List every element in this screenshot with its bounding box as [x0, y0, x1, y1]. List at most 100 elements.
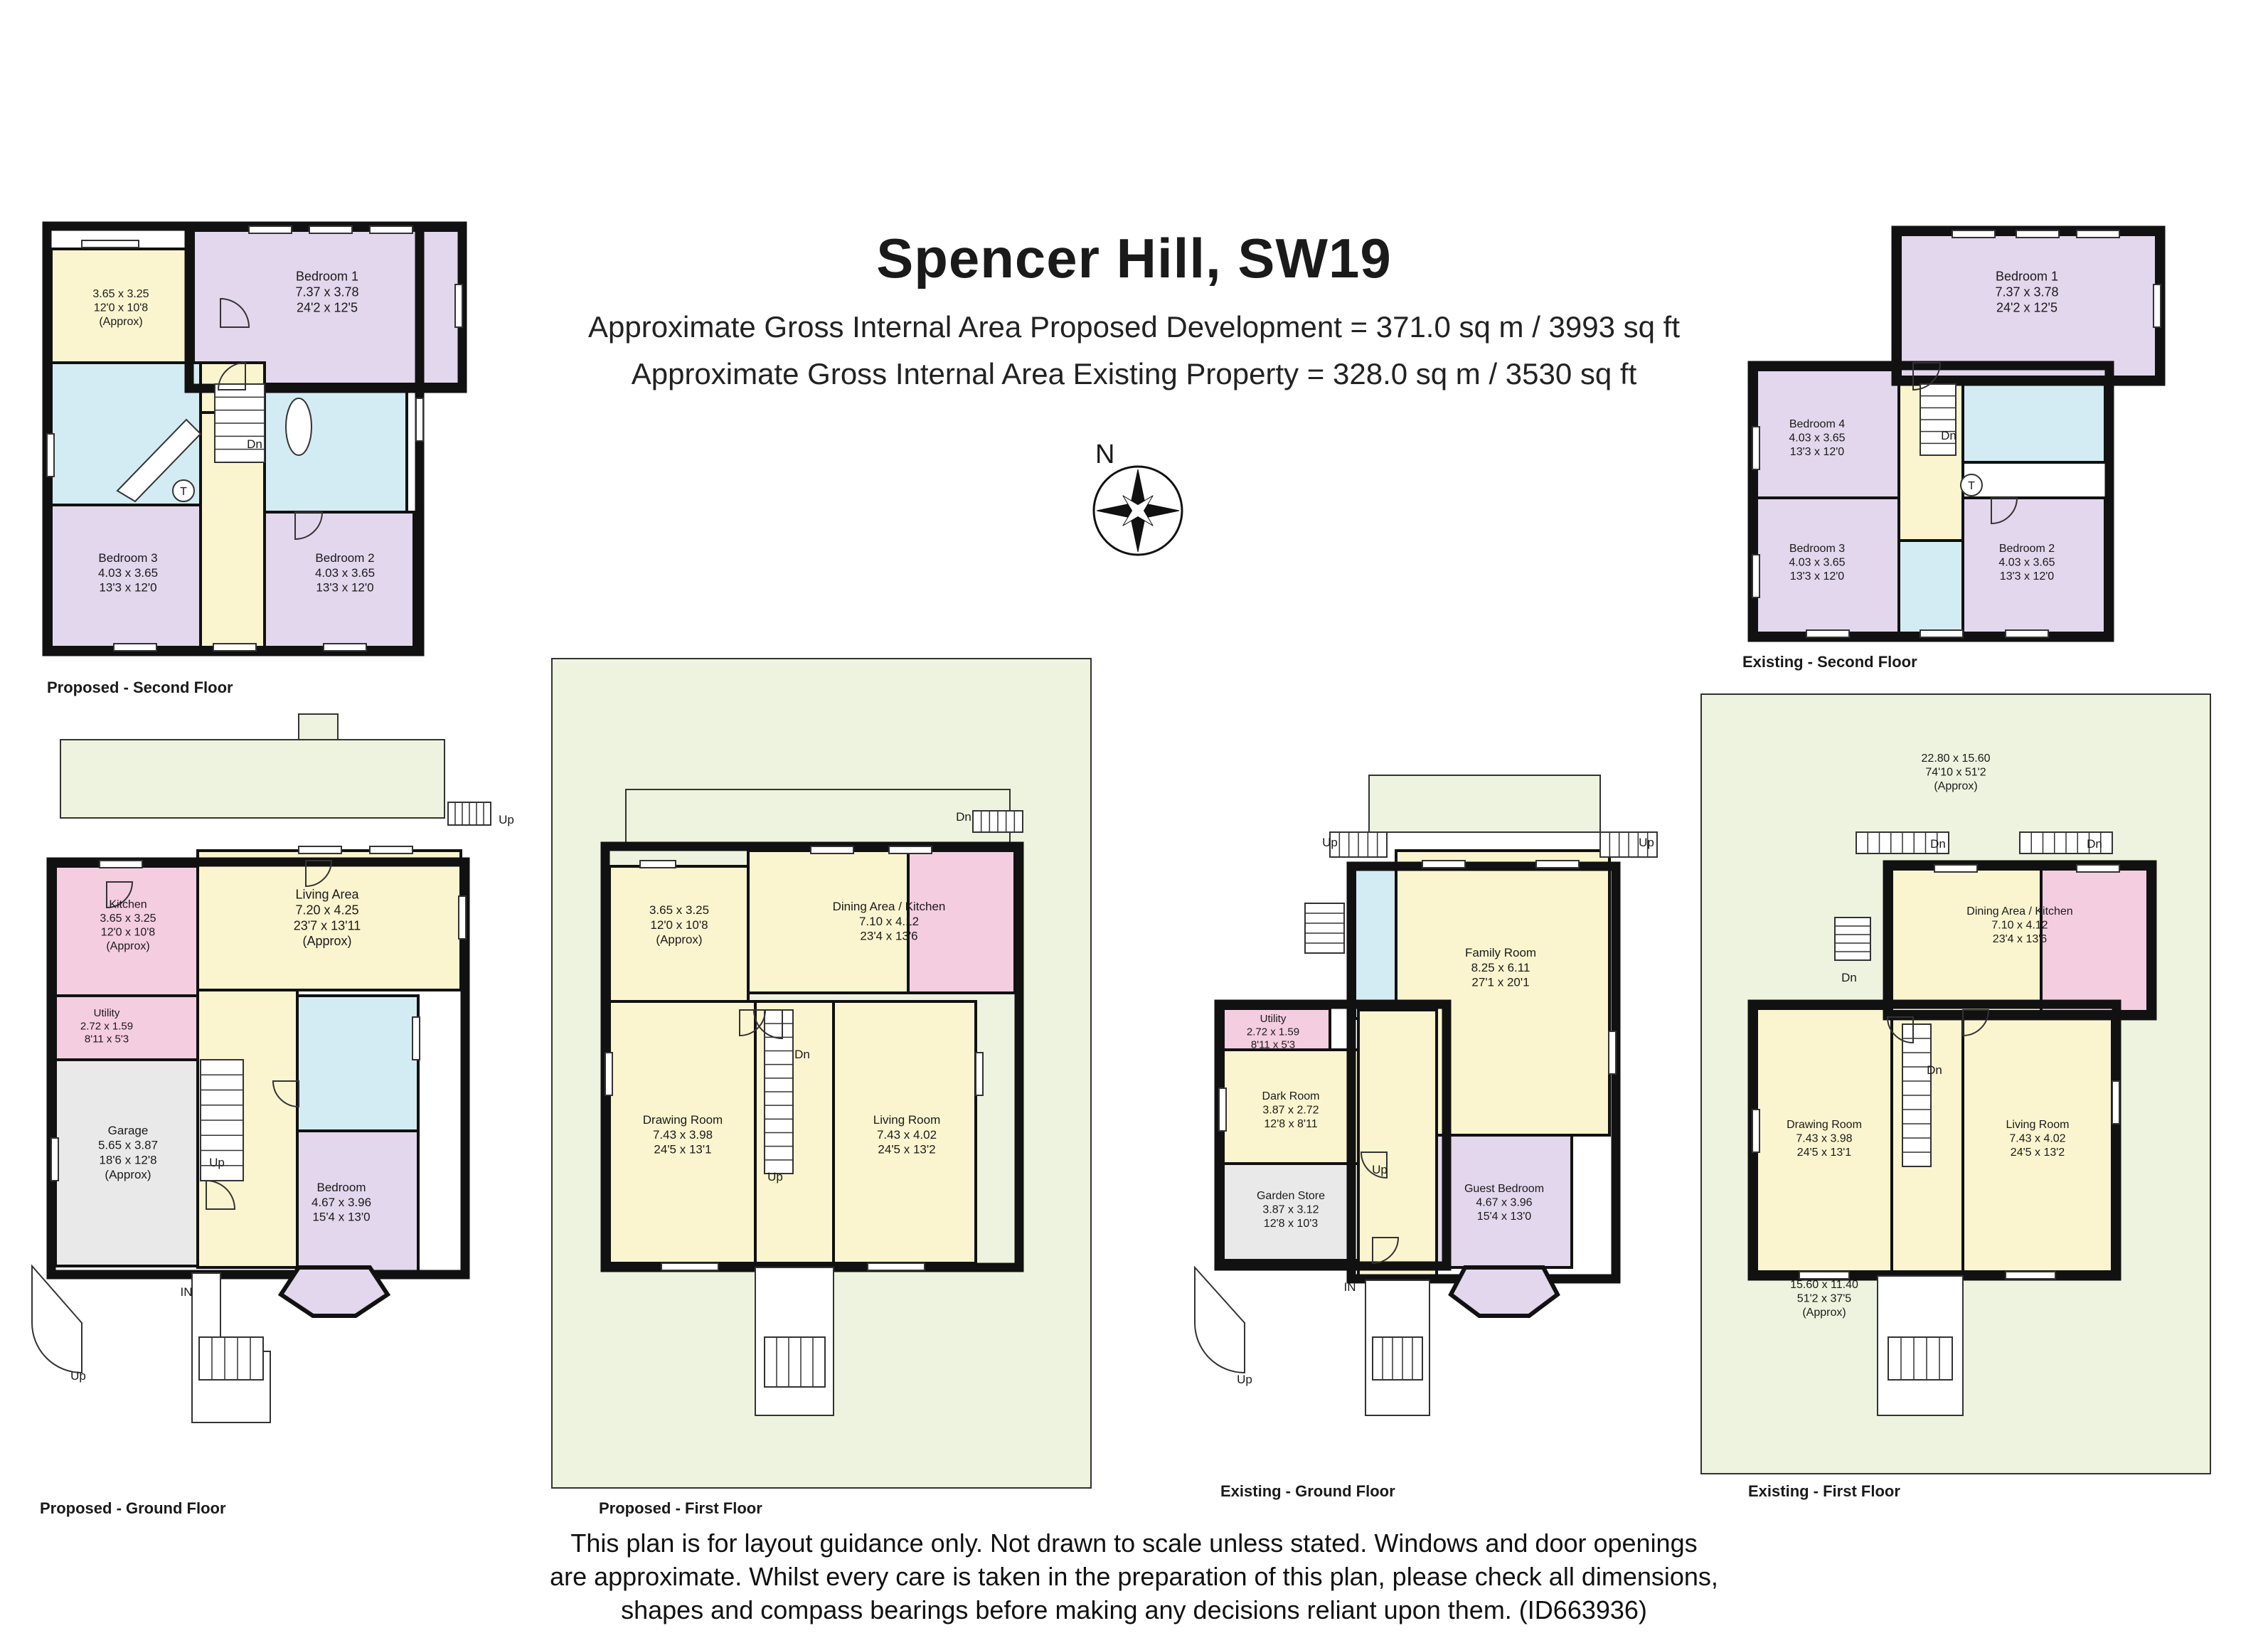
- drawing-room-existing-label: Drawing Room: [1787, 1119, 1862, 1131]
- room-dimensions: 15'4 x 13'0: [312, 1211, 370, 1224]
- window: [369, 846, 413, 854]
- room-dimensions: 13'3 x 12'0: [316, 581, 373, 595]
- up-label: Up: [70, 1369, 86, 1383]
- window: [113, 643, 157, 652]
- room-dimensions: 13'3 x 12'0: [1790, 570, 1844, 583]
- window: [661, 1262, 719, 1271]
- door-arc: [1991, 497, 2018, 525]
- room-dimensions: 7.43 x 4.02: [2009, 1133, 2065, 1145]
- room-dimensions: 7.37 x 3.78: [295, 284, 358, 299]
- down-label: Dn: [794, 1048, 810, 1061]
- room-dimensions: 3.87 x 3.12: [1262, 1204, 1319, 1216]
- living-room: [832, 1000, 977, 1265]
- spiral-stair: [31, 1264, 82, 1374]
- living-room-label: Living Room: [873, 1113, 941, 1127]
- door-arc: [1912, 362, 1942, 391]
- shower-existing: [1897, 539, 1964, 634]
- door-swing: [739, 1009, 767, 1037]
- room-dimensions: 24'5 x 13'1: [1797, 1147, 1851, 1159]
- room-dimensions: 7.43 x 3.98: [653, 1128, 713, 1142]
- garden-store: [1222, 1162, 1360, 1262]
- room-dimensions: 24'5 x 13'2: [878, 1143, 935, 1156]
- page-title: Spencer Hill, SW19: [876, 227, 1392, 289]
- kitchen-existing: [2040, 868, 2149, 1013]
- room-dimensions: 3.87 x 2.72: [1262, 1105, 1319, 1117]
- window: [309, 225, 353, 234]
- window: [2076, 864, 2120, 873]
- exterior-wall-existing-ground-annex: [1214, 999, 1452, 1271]
- hall-existing: [1357, 1009, 1438, 1282]
- door-swing: [206, 1179, 236, 1210]
- window: [1535, 860, 1580, 868]
- window: [1752, 554, 1760, 598]
- bedroom-1-existing: [1899, 233, 2158, 378]
- door-swing: [752, 1009, 783, 1040]
- in-label: IN: [1344, 1280, 1356, 1294]
- room-dimensions: (Approx): [656, 933, 702, 947]
- terrace-proposed: [625, 789, 1011, 851]
- door-swing: [1962, 1009, 1990, 1037]
- plan-shapes: [31, 221, 2211, 1489]
- exterior-wall-existing-dining-block: [1883, 860, 2157, 1021]
- floor-label-existing-ground: Existing - Ground Floor: [1220, 1482, 1395, 1500]
- window: [1752, 1109, 1760, 1153]
- window: [639, 860, 676, 868]
- bedroom-2: [263, 511, 415, 649]
- tank-symbol: [1960, 474, 1983, 496]
- shower-room: [296, 994, 420, 1132]
- window: [867, 1262, 925, 1271]
- garden-dimensions-label: 15.60 x 11.40: [1790, 1279, 1858, 1291]
- door-arc: [752, 1009, 783, 1040]
- room-dimensions: (Approx): [105, 1168, 151, 1181]
- store-room: [50, 248, 195, 364]
- room-dimensions: (Approx): [1934, 780, 1977, 792]
- drawing-room-existing: [1755, 1007, 1893, 1273]
- door-swing: [305, 860, 333, 888]
- room-dimensions: 7.10 x 4.12: [859, 915, 919, 928]
- bedroom-ground: [296, 1129, 420, 1275]
- bathroom-existing: [1961, 376, 2107, 464]
- floor-label-proposed-ground: Proposed - Ground Floor: [40, 1499, 226, 1517]
- utility-existing-label: Utility: [1260, 1013, 1287, 1025]
- window: [46, 433, 55, 477]
- down-label: Dn: [1930, 837, 1946, 851]
- room-dimensions: 15'4 x 13'0: [1477, 1211, 1531, 1223]
- garage: [54, 1058, 199, 1267]
- bedroom-3-existing-label: Bedroom 3: [1789, 543, 1845, 555]
- room-dimensions: 4.67 x 3.96: [312, 1196, 371, 1209]
- bedroom-2-existing: [1961, 496, 2107, 634]
- room-dimensions: 24'2 x 12'5: [297, 300, 358, 314]
- room-dimensions: (Approx): [302, 934, 351, 948]
- room-dimensions: (Approx): [99, 316, 142, 328]
- room-dimensions: 4.03 x 3.65: [315, 566, 375, 580]
- floor-label-proposed-first: Proposed - First Floor: [599, 1499, 762, 1517]
- bathroom-right: [263, 383, 408, 514]
- room-dimensions: 12'8 x 10'3: [1264, 1218, 1318, 1230]
- room-dimensions: 2.72 x 1.59: [80, 1020, 133, 1032]
- drawing-room: [608, 1000, 757, 1265]
- floor-label-existing-first: Existing - First Floor: [1748, 1482, 1900, 1500]
- down-label: Dn: [247, 437, 262, 451]
- bathtub: [116, 418, 202, 503]
- room-dimensions: 18'6 x 12'8: [99, 1153, 156, 1166]
- bay-window: [277, 1265, 391, 1318]
- room-dimensions: 8'11 x 5'3: [85, 1033, 129, 1046]
- room-dimensions: 24'5 x 13'1: [654, 1143, 711, 1156]
- dining-area: [747, 849, 910, 994]
- door-swing: [1372, 1237, 1400, 1265]
- kitchen-label: Kitchen: [109, 898, 147, 910]
- window: [1952, 230, 1996, 238]
- room-dimensions: 3.65 x 3.25: [100, 913, 156, 925]
- room-dimensions: (Approx): [106, 940, 149, 952]
- floor-label-existing-second: Existing - Second Floor: [1742, 653, 1917, 671]
- area-proposed: Approximate Gross Internal Area Proposed…: [587, 310, 1680, 344]
- door-swing: [294, 511, 324, 541]
- window: [2153, 284, 2161, 328]
- dark-room-label: Dark Room: [1262, 1090, 1320, 1102]
- window: [975, 1052, 984, 1096]
- door-swing: [1991, 497, 2018, 525]
- room-dimensions: 7.43 x 3.98: [1796, 1133, 1852, 1145]
- window: [323, 643, 367, 652]
- down-label: Dn: [2087, 837, 2102, 851]
- room-dimensions: 4.03 x 3.65: [1789, 432, 1845, 445]
